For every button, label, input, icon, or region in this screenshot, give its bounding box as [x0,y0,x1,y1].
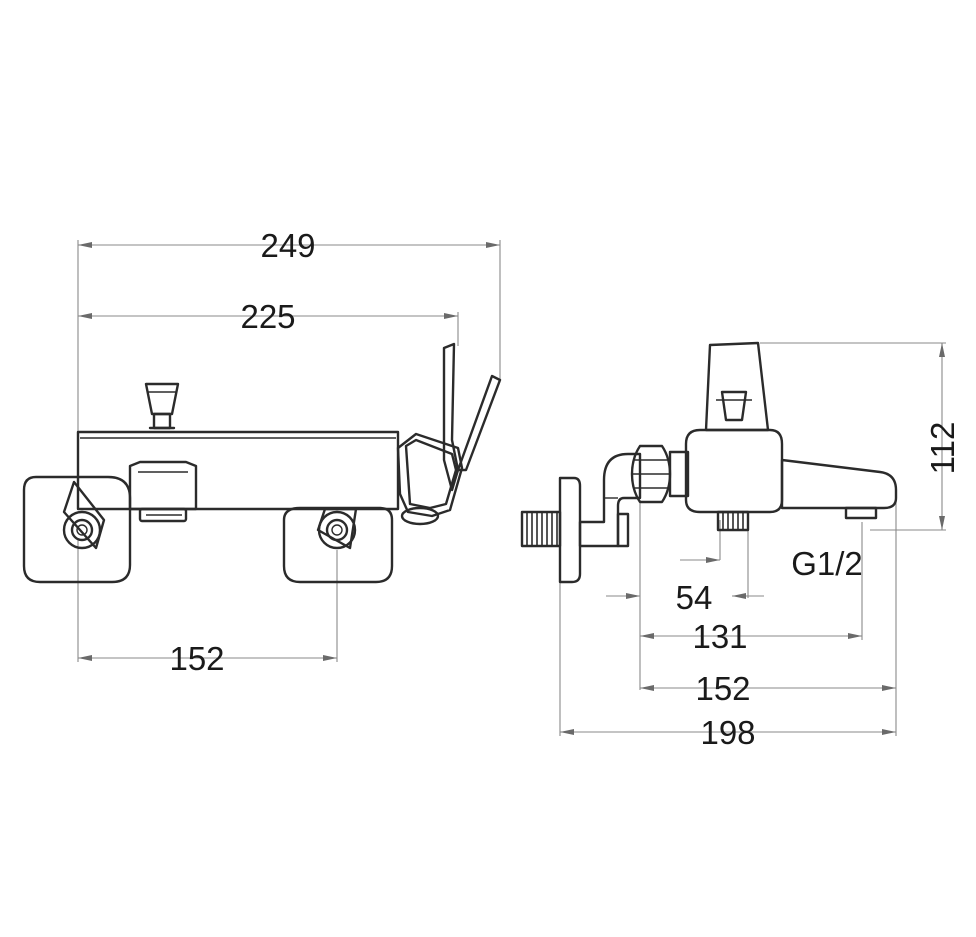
dim-54-label: 54 [676,579,713,616]
dimension-outlet-offset: 54 [606,557,764,616]
outlet-thread [716,510,750,532]
dimension-overall-width: 249 [77,227,501,432]
dimension-body-reach: 152 [640,500,897,736]
lever-blade [456,374,502,472]
side-lever [704,341,770,432]
cartridge-housing [396,432,464,518]
dim-112-label: 112 [924,422,961,475]
dim-249-label: 249 [260,227,315,264]
dimension-total-depth: 198 [559,582,896,751]
dim-198-label: 198 [700,714,755,751]
diverter-knob [144,382,180,416]
right-wall-plate [282,506,394,584]
side-spout [780,458,898,510]
left-connector-nut [62,510,102,550]
front-view: 249 225 152 [22,227,502,677]
left-eccentric [62,480,106,550]
dim-225-label: 225 [240,298,295,335]
spout-outlet [128,460,198,511]
left-wall-plate [22,475,132,584]
thread-label: G1/2 [791,545,863,582]
dimension-body-width: 225 [78,298,459,346]
cartridge-cap [400,506,440,526]
threaded-inlet [520,510,562,548]
mixer-body [76,430,400,511]
dim-152-side-label: 152 [695,670,750,707]
dimension-spout-reach: 131 [639,500,863,690]
side-eccentric-connector [578,452,642,548]
side-view: 112 G1/2 54 131 [520,341,961,751]
right-connector-nut [317,510,357,550]
dimension-height: 112 [760,342,961,531]
dimension-thread: G1/2 [719,520,863,598]
spout-aerator [844,506,878,520]
dim-152-front-label: 152 [169,640,224,677]
dim-131-label: 131 [692,618,747,655]
dimension-mount-spacing: 152 [77,540,338,677]
wall-flange [558,476,582,584]
side-mixer-body [684,428,784,514]
